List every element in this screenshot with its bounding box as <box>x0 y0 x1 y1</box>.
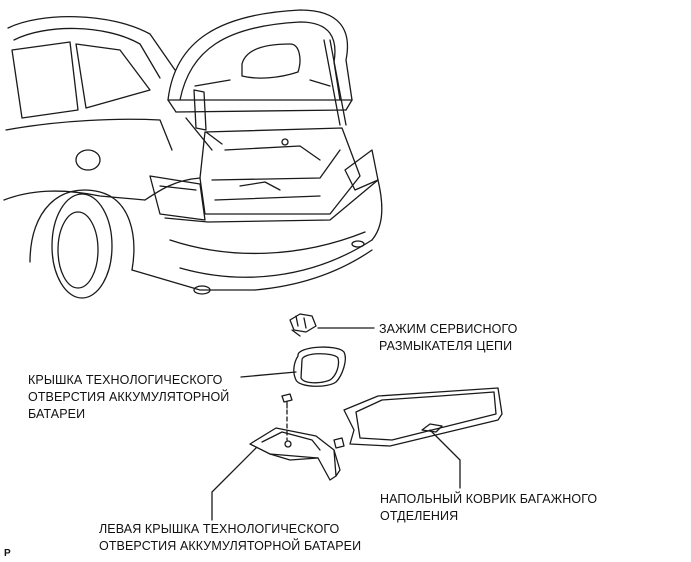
car-rear-illustration <box>3 9 383 299</box>
trunk-floor-mat-part <box>343 387 503 447</box>
clip-part <box>333 437 345 449</box>
label-battery-access-cover: КРЫШКА ТЕХНОЛОГИЧЕСКОГО ОТВЕРСТИЯ АККУМУ… <box>28 373 230 421</box>
leader-line-floor-mat <box>429 429 461 489</box>
label-trunk-floor-mat: НАПОЛЬНЫЙ КОВРИК БАГАЖНОГО ОТДЕЛЕНИЯ <box>380 492 598 523</box>
label-left-battery-access-cover: ЛЕВАЯ КРЫШКА ТЕХНОЛОГИЧЕСКОГО ОТВЕРСТИЯ … <box>99 522 362 553</box>
service-switch-clamp-part <box>289 313 317 337</box>
left-battery-access-cover-part <box>249 427 341 481</box>
battery-access-cover-part <box>293 346 346 387</box>
label-service-switch-clamp: ЗАЖИМ СЕРВИСНОГО РАЗМЫКАТЕЛЯ ЦЕПИ <box>379 322 518 353</box>
screw-part <box>281 393 293 409</box>
leader-line-access-cover <box>240 371 297 378</box>
figure-code: P <box>4 548 11 559</box>
leader-line-left-cover <box>211 447 257 521</box>
